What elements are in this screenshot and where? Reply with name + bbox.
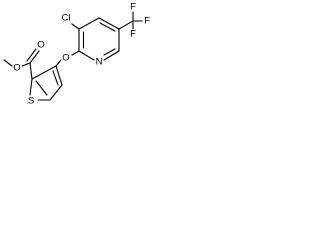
bond-s-t2 <box>29 78 33 96</box>
bond-c5-cf3 <box>118 20 134 30</box>
sulfur-label: S <box>28 96 34 107</box>
bond-carbonyl-o-double-b <box>26 48 37 62</box>
bond-c4-c5 <box>98 17 120 30</box>
double-bond-t5-t2 <box>35 80 48 96</box>
bond-c3-cl <box>71 23 80 30</box>
ether-oxygen-label: O <box>62 53 69 64</box>
bond-n-c2 <box>78 50 95 61</box>
double-bond-t3-t4 <box>52 70 59 86</box>
pyridine-ring <box>78 17 120 61</box>
bond-t2-carbonyl <box>29 62 33 80</box>
chlorine-label: Cl <box>62 13 71 24</box>
structure-canvas: Cl O N F F F O O S <box>0 0 158 120</box>
double-bond-c6-n <box>103 48 116 56</box>
trifluoromethyl-group <box>118 11 143 30</box>
chemical-structure-diagram: Cl O N F F F O O S <box>3 2 150 107</box>
pyridine-nitrogen-label: N <box>96 57 103 68</box>
bond-o-methyl <box>3 59 13 67</box>
bond-o-thiophene <box>55 59 62 67</box>
bond-t3-t4 <box>55 65 63 86</box>
fluorine-right-label: F <box>144 16 150 27</box>
bond-carbonyl-o-ester <box>21 62 31 67</box>
bond-c3-c4 <box>78 17 100 30</box>
bond-c2-o <box>71 50 80 56</box>
bond-c6-n <box>103 50 120 61</box>
ester-oxygen-label: O <box>13 63 20 74</box>
bond-t2-t3 <box>31 65 57 80</box>
atom-labels: Cl O N F F F O O S <box>13 2 150 107</box>
carbonyl-oxygen-label: O <box>37 40 44 51</box>
bond-t4-t5 <box>49 84 63 101</box>
fluorine-top-label: F <box>130 2 136 13</box>
fluorine-bottom-label: F <box>130 29 136 40</box>
methyl-ester-group <box>3 48 40 80</box>
double-bond-c4-c5 <box>99 22 116 32</box>
bond-carbonyl-o-double-a <box>29 50 40 64</box>
thiophene-ring <box>29 65 63 101</box>
